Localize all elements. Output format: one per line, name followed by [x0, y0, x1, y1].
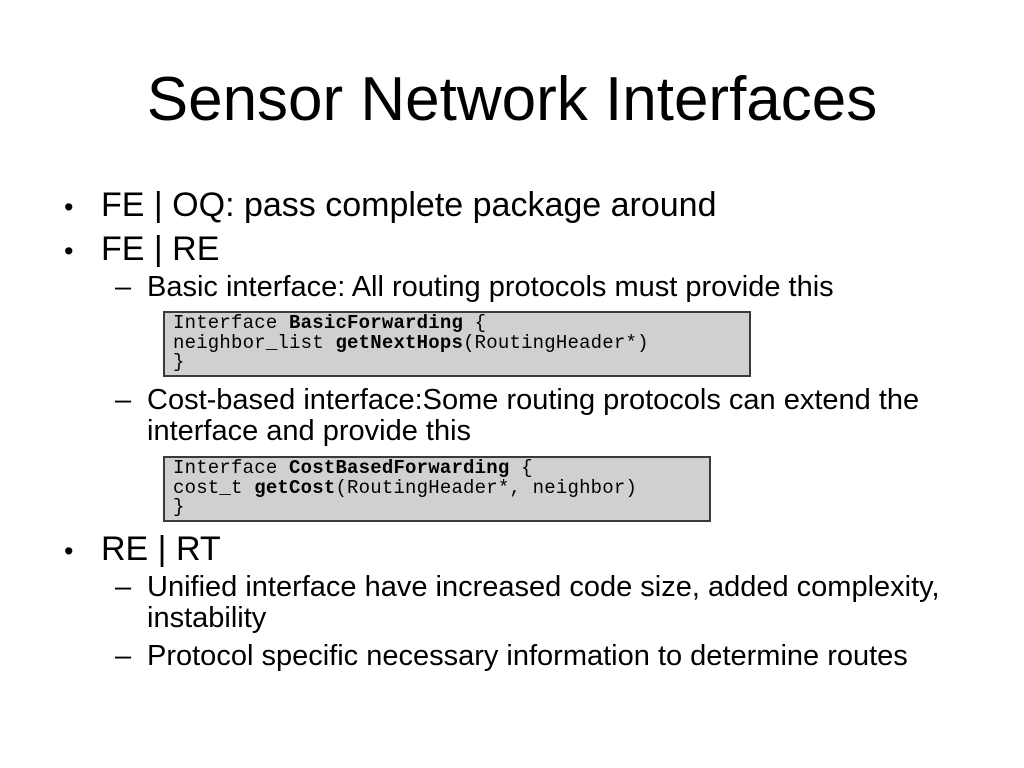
- bullet-text: FE | OQ: pass complete package around: [101, 186, 717, 224]
- bullet-text: RE | RT: [101, 530, 221, 568]
- sub-bullet-protocol-specific: – Protocol specific necessary informatio…: [115, 641, 908, 672]
- bullet-text: FE | RE: [101, 230, 220, 268]
- bullet-text: Protocol specific necessary information …: [147, 640, 908, 672]
- bullet-text: Unified interface have increased code si…: [147, 571, 940, 634]
- dash-icon: –: [115, 640, 132, 672]
- bullet-icon: •: [64, 536, 74, 566]
- bullet-item-fe-re: • FE | RE: [64, 227, 219, 273]
- code-line: Interface CostBasedForwarding {: [173, 457, 533, 479]
- dash-icon: –: [115, 384, 132, 416]
- sub-bullet-unified-interface: – Unified interface have increased code …: [115, 572, 940, 634]
- sub-bullet-basic-interface: – Basic interface: All routing protocols…: [115, 272, 834, 303]
- code-line: }: [173, 351, 185, 373]
- bullet-text: Cost-based interface:Some routing protoc…: [147, 384, 920, 447]
- code-line: Interface BasicForwarding {: [173, 312, 487, 334]
- code-block-cost-based-forwarding: Interface CostBasedForwarding {cost_t ge…: [163, 456, 711, 522]
- code-line: }: [173, 496, 185, 518]
- bullet-item-fe-oq: • FE | OQ: pass complete package around: [64, 183, 717, 229]
- code-line: cost_t getCost(RoutingHeader*, neighbor): [173, 476, 638, 499]
- bullet-icon: •: [64, 236, 74, 266]
- code-block-basic-forwarding: Interface BasicForwarding {neighbor_list…: [163, 311, 751, 377]
- code-line: neighbor_list getNextHops(RoutingHeader*…: [173, 331, 649, 354]
- sub-bullet-cost-based-interface: – Cost-based interface:Some routing prot…: [115, 385, 919, 447]
- page-title: Sensor Network Interfaces: [146, 65, 878, 134]
- dash-icon: –: [115, 571, 132, 603]
- bullet-icon: •: [64, 192, 74, 222]
- dash-icon: –: [115, 271, 132, 303]
- bullet-text: Basic interface: All routing protocols m…: [147, 271, 834, 303]
- bullet-item-re-rt: • RE | RT: [64, 527, 221, 573]
